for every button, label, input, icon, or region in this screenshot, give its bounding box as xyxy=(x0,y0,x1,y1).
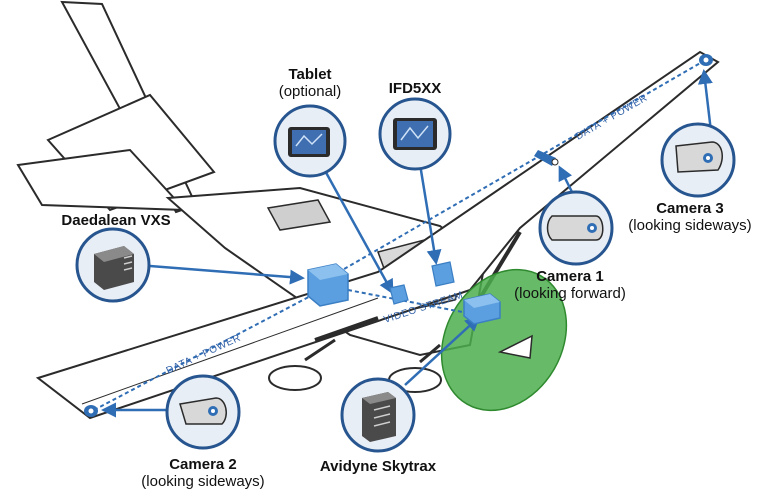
vxs-label: Daedalean VXS xyxy=(46,212,186,229)
vxs-unit-installed xyxy=(307,263,349,307)
wing-edge xyxy=(81,297,379,405)
arrow-vxs xyxy=(149,264,305,285)
computer-unit-icon xyxy=(94,246,134,290)
arrow-ifd xyxy=(416,151,442,265)
tablet-label: Tablet (optional) xyxy=(270,66,350,100)
cabin-window xyxy=(266,199,332,231)
data-power-line-left xyxy=(93,289,323,411)
camera-pod-icon xyxy=(546,215,604,241)
cam3-subtitle: (looking sideways) xyxy=(628,217,752,234)
ifd-label: IFD5XX xyxy=(375,80,455,97)
skytrax-badge xyxy=(340,377,416,453)
camera-pod-icon xyxy=(675,141,724,173)
ifd-title: IFD5XX xyxy=(388,80,442,97)
wheel-left xyxy=(268,365,322,391)
cam2-label: Camera 2 (looking sideways) xyxy=(133,456,273,490)
skytrax-title: Avidyne Skytrax xyxy=(319,458,437,475)
tablet-subtitle: (optional) xyxy=(278,83,342,100)
receiver-unit-icon xyxy=(362,392,396,442)
arrow-cam1 xyxy=(558,165,574,193)
cam1-subtitle: (looking forward) xyxy=(514,285,626,302)
tablet-title: Tablet xyxy=(288,66,332,83)
cam2-badge xyxy=(165,374,241,450)
camera1-mounted-icon xyxy=(534,150,559,166)
cam1-badge xyxy=(538,190,614,266)
data-power-line-right xyxy=(331,61,703,277)
skytrax-unit-installed xyxy=(463,293,501,325)
arrow-skytrax xyxy=(404,315,481,386)
cam3-label: Camera 3 (looking sideways) xyxy=(620,200,760,234)
arrow-tablet xyxy=(316,157,394,295)
cam3-title: Camera 3 xyxy=(656,200,724,217)
vxs-badge xyxy=(75,227,151,303)
landing-gear xyxy=(304,338,441,364)
cam1-label: Camera 1 (looking forward) xyxy=(500,268,640,302)
skytrax-label: Avidyne Skytrax xyxy=(308,458,448,475)
tablet-unit-installed xyxy=(389,284,409,305)
cam1-title: Camera 1 xyxy=(536,268,604,285)
tablet-badge xyxy=(273,104,347,178)
ifd-badge xyxy=(378,97,452,171)
wing-strut-left xyxy=(314,316,379,342)
camera3-mounted-icon xyxy=(699,54,713,66)
vxs-title: Daedalean VXS xyxy=(61,212,171,229)
cam2-subtitle: (looking sideways) xyxy=(141,473,265,490)
spinner xyxy=(497,334,533,359)
camera-pod-icon xyxy=(179,397,228,425)
tail xyxy=(16,0,216,214)
cam3-badge xyxy=(660,122,736,198)
video-stream-line xyxy=(347,289,479,316)
camera2-mounted-icon xyxy=(84,405,98,417)
ifd-unit-installed xyxy=(431,261,455,287)
cam2-title: Camera 2 xyxy=(169,456,237,473)
